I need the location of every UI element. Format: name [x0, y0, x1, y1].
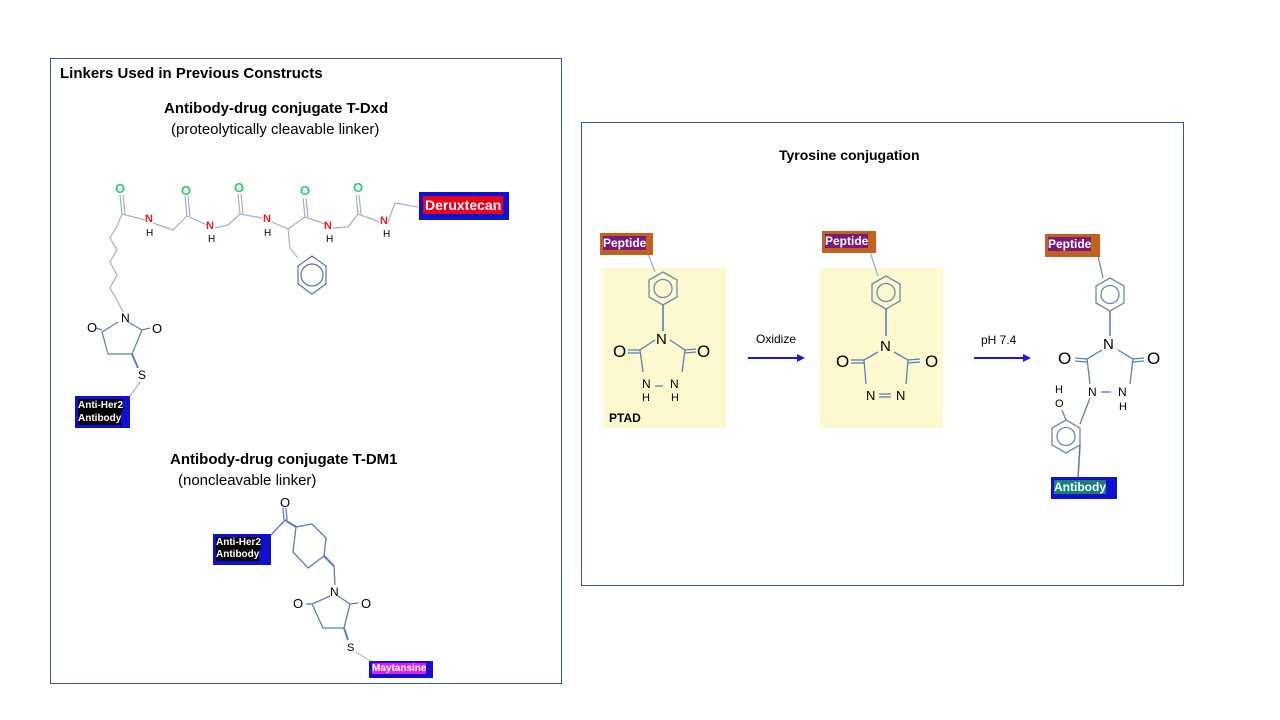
atom-oxygen: O	[1055, 398, 1064, 410]
deruxtecan-text: Deruxtecan	[423, 196, 504, 214]
tdxd-subheading: (proteolytically cleavable linker)	[171, 121, 380, 138]
atom-oxygen: O	[152, 321, 163, 336]
atom-nitrogen: N	[866, 388, 876, 403]
antibody-label: Antibody	[1051, 477, 1117, 499]
maytansine-label: Maytansine	[369, 661, 433, 678]
anti-her2-antibody-label-tdm1: Anti-Her2 Antibody	[213, 534, 271, 565]
anti-her2-antibody-label: Anti-Her2 Antibody	[75, 396, 130, 428]
atom-oxygen: O	[300, 183, 311, 198]
tdm1-subheading: (noncleavable linker)	[178, 472, 317, 489]
antibody-label-line1: Anti-Her2	[216, 537, 262, 549]
peptide-text: Peptide	[825, 234, 869, 248]
atom-oxygen: O	[234, 180, 245, 195]
atom-oxygen: O	[87, 320, 98, 335]
oxidize-label: Oxidize	[756, 332, 797, 346]
atom-nitrogen: N	[324, 220, 332, 232]
atom-nitrogen: N	[880, 338, 891, 355]
atom-hydrogen: H	[146, 228, 154, 239]
ph-label: pH 7.4	[981, 333, 1017, 347]
ptad-highlight	[603, 268, 726, 428]
atom-sulfur: S	[138, 368, 147, 382]
tyrosine-conjugation-title: Tyrosine conjugation	[779, 147, 920, 163]
oxidized-ptad-highlight	[820, 268, 943, 428]
atom-nitrogen: N	[121, 311, 130, 325]
atom-nitrogen: N	[206, 220, 214, 232]
peptide-text: Peptide	[603, 236, 647, 250]
atom-hydrogen: H	[642, 392, 650, 404]
antibody-label-line1: Anti-Her2	[78, 399, 124, 412]
atom-oxygen: O	[115, 181, 126, 196]
atom-oxygen: O	[836, 352, 850, 371]
peptide-label: Peptide	[1045, 234, 1100, 257]
atom-nitrogen: N	[330, 585, 339, 599]
ptad-label: PTAD	[609, 411, 641, 425]
antibody-label-line2: Antibody	[78, 412, 122, 425]
atom-nitrogen: N	[380, 215, 388, 227]
tdm1-heading: Antibody-drug conjugate T-DM1	[170, 451, 398, 468]
peptide-label: Peptide	[600, 233, 653, 255]
atom-nitrogen: N	[656, 331, 667, 348]
atom-hydrogen: H	[1119, 401, 1127, 413]
atom-hydrogen: H	[383, 229, 391, 240]
atom-oxygen: O	[280, 495, 291, 510]
linkers-panel	[50, 58, 562, 684]
atom-oxygen: O	[613, 342, 627, 361]
atom-oxygen: O	[925, 352, 939, 371]
atom-oxygen: O	[1058, 349, 1072, 368]
antibody-label-line2: Antibody	[216, 549, 260, 561]
atom-oxygen: O	[697, 342, 711, 361]
peptide-label: Peptide	[822, 231, 876, 253]
deruxtecan-label: Deruxtecan	[419, 192, 509, 220]
atom-hydrogen: H	[326, 234, 334, 245]
antibody-text: Antibody	[1054, 480, 1106, 494]
atom-nitrogen: N	[145, 213, 153, 225]
atom-nitrogen: N	[896, 388, 906, 403]
atom-nitrogen: N	[263, 213, 271, 225]
atom-nitrogen: N	[1088, 385, 1097, 399]
atom-oxygen: O	[1147, 349, 1161, 368]
atom-nitrogen: N	[1118, 385, 1127, 399]
peptide-text: Peptide	[1048, 237, 1092, 251]
maytansine-text: Maytansine	[372, 663, 427, 674]
atom-oxygen: O	[293, 596, 304, 611]
linkers-panel-title: Linkers Used in Previous Constructs	[60, 65, 323, 82]
atom-nitrogen: N	[642, 377, 651, 391]
atom-hydrogen: H	[208, 234, 216, 245]
atom-sulfur: S	[347, 642, 355, 654]
atom-oxygen: O	[181, 183, 192, 198]
atom-oxygen: O	[353, 180, 364, 195]
atom-nitrogen: N	[1103, 336, 1114, 353]
atom-hydrogen: H	[264, 228, 272, 239]
tdxd-heading: Antibody-drug conjugate T-Dxd	[164, 100, 389, 117]
atom-hydrogen: H	[671, 392, 679, 404]
atom-nitrogen: N	[670, 377, 679, 391]
atom-hydrogen: H	[1055, 384, 1063, 396]
atom-oxygen: O	[361, 596, 372, 611]
